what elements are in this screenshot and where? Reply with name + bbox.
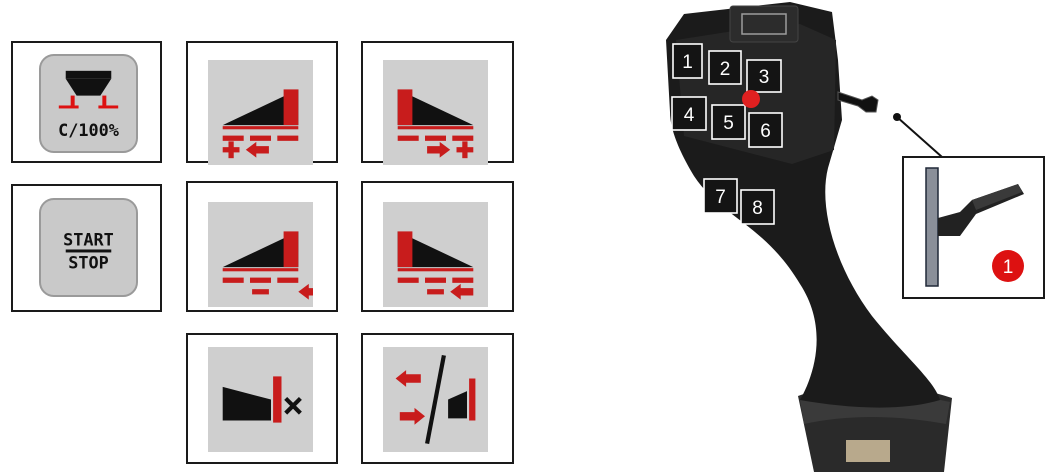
- stop-label: STOP: [68, 252, 109, 272]
- svg-text:5: 5: [723, 113, 734, 134]
- svg-text:4: 4: [684, 105, 695, 126]
- icon-tile-right-decrease: [361, 181, 514, 312]
- top-plate: [730, 6, 798, 42]
- detail-callout: 1: [903, 157, 1044, 298]
- side-stick: [838, 92, 878, 112]
- spreader-c100-icon: C/100%: [39, 54, 138, 153]
- svg-text:2: 2: [720, 59, 731, 80]
- svg-text:8: 8: [752, 198, 763, 219]
- button-label-7: 7: [704, 179, 737, 213]
- svg-text:6: 6: [760, 121, 771, 142]
- callout-number: 1: [1003, 257, 1014, 278]
- icon-tile-c100: C/100%: [11, 41, 162, 163]
- button-label-3: 3: [747, 60, 781, 92]
- icon-tile-left-decrease: [186, 181, 338, 312]
- icon-tile-start-stop: START STOP: [11, 184, 162, 312]
- button-label-1: 1: [673, 44, 702, 78]
- switch-side-icon: [383, 347, 488, 452]
- section-off-icon: [208, 347, 313, 452]
- leader-line: [897, 117, 942, 157]
- button-label-6: 6: [749, 113, 782, 147]
- icon-tile-switch-side: [361, 333, 514, 464]
- joystick-diagram: 1 2 3 4 5 6 7 8 1: [560, 0, 1046, 472]
- right-section-increase-icon: [383, 60, 488, 165]
- svg-text:7: 7: [715, 187, 726, 208]
- c100-label: C/100%: [58, 120, 120, 140]
- icon-tile-right-increase: [361, 41, 514, 163]
- button-label-5: 5: [712, 105, 745, 139]
- left-section-decrease-icon: [208, 202, 313, 307]
- button-label-4: 4: [672, 97, 706, 130]
- button-label-2: 2: [709, 51, 741, 84]
- start-stop-icon: START STOP: [39, 198, 138, 297]
- icon-tile-section-off: [186, 333, 338, 464]
- right-section-decrease-icon: [383, 202, 488, 307]
- start-label: START: [63, 230, 114, 250]
- svg-text:1: 1: [682, 52, 693, 73]
- center-marker: [742, 90, 760, 108]
- icon-tile-left-increase: [186, 41, 338, 163]
- left-section-increase-icon: [208, 60, 313, 165]
- button-label-8: 8: [741, 190, 774, 224]
- svg-text:3: 3: [759, 67, 770, 88]
